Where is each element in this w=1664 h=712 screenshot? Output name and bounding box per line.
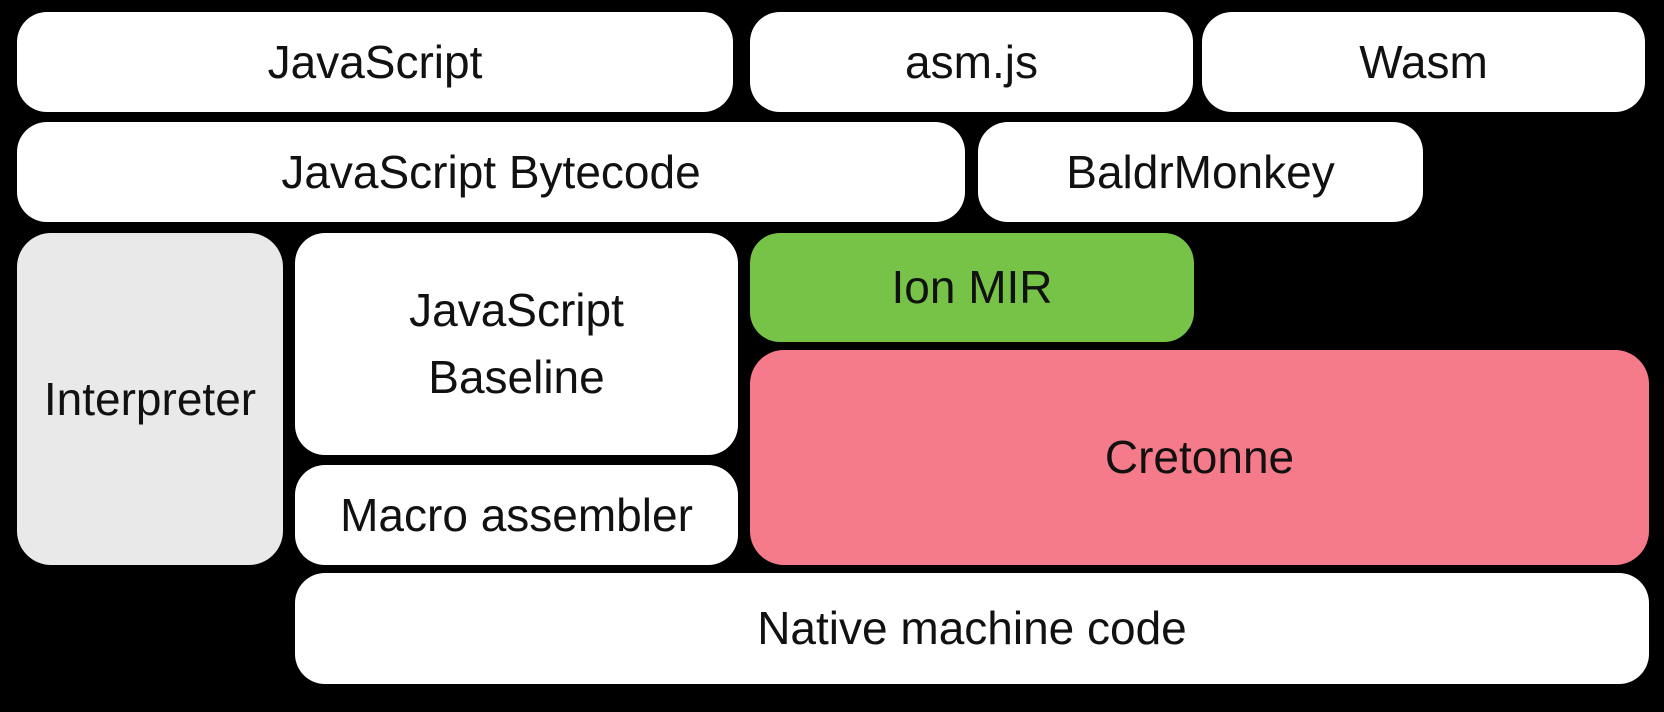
- box-baldrmonkey-label: BaldrMonkey: [1066, 145, 1335, 198]
- box-javascript-bytecode-label: JavaScript Bytecode: [281, 145, 701, 198]
- box-native-machine-code-label: Native machine code: [757, 602, 1187, 655]
- box-cretonne: Cretonne: [750, 350, 1649, 565]
- box-asmjs-label: asm.js: [905, 35, 1038, 88]
- box-asmjs: asm.js: [750, 12, 1193, 112]
- box-baldrmonkey: BaldrMonkey: [978, 122, 1423, 222]
- box-interpreter-label: Interpreter: [43, 372, 257, 425]
- box-javascript-bytecode: JavaScript Bytecode: [17, 122, 965, 222]
- box-macro-assembler: Macro assembler: [295, 465, 738, 565]
- box-javascript-label: JavaScript: [267, 35, 483, 88]
- box-native-machine-code: Native machine code: [295, 573, 1649, 684]
- box-macro-assembler-label: Macro assembler: [340, 488, 693, 541]
- box-javascript-baseline: JavaScript Baseline: [295, 233, 738, 455]
- box-wasm-label: Wasm: [1359, 35, 1488, 88]
- box-cretonne-label: Cretonne: [1104, 431, 1295, 484]
- box-wasm: Wasm: [1202, 12, 1645, 112]
- box-interpreter: Interpreter: [17, 233, 283, 565]
- box-javascript: JavaScript: [17, 12, 733, 112]
- box-javascript-baseline-label: JavaScript Baseline: [409, 284, 624, 403]
- box-ion-mir: Ion MIR: [750, 233, 1194, 342]
- box-ion-mir-label: Ion MIR: [891, 261, 1053, 314]
